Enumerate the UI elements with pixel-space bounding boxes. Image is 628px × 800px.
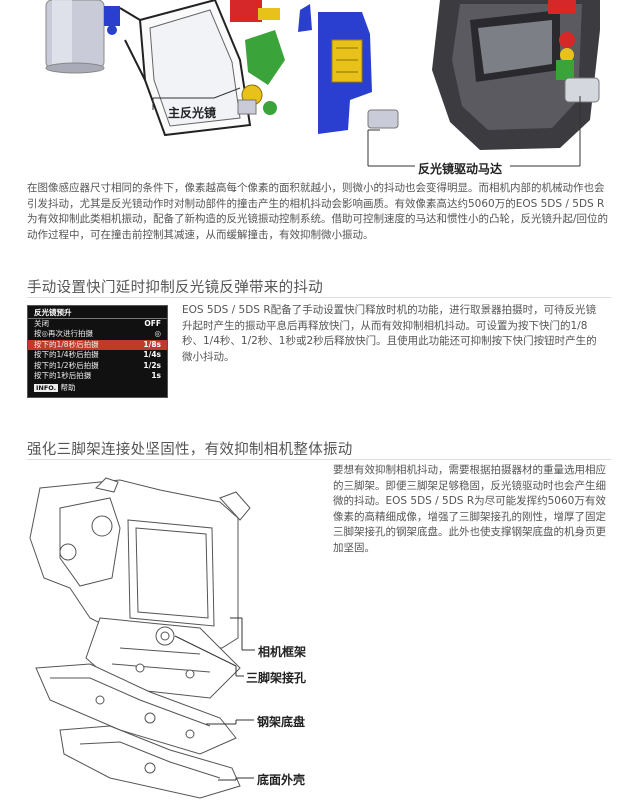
menu-title: 反光镜预升 bbox=[28, 306, 167, 319]
camera-chassis-exploded-drawing bbox=[29, 477, 255, 799]
menu-option[interactable]: 按下的1/4秒后拍摄 1/4s bbox=[28, 350, 167, 360]
menu-option-label: 按下的1/2秒后拍摄 bbox=[34, 360, 99, 370]
menu-rows: 关闭 OFF 按◎再次进行拍摄 ◎ 按下的1/8秒后拍摄 1/8s 按下的1/4秒后拍摄 1/… bbox=[28, 319, 167, 381]
section2-heading: 强化三脚架连接处坚固性，有效抑制相机整体振动 bbox=[27, 442, 353, 458]
menu-option-label: 按下的1/4秒后拍摄 bbox=[34, 350, 99, 360]
callout-bottom-cover: 底面外壳 bbox=[257, 773, 306, 787]
callout-steel-chassis: 钢架底盘 bbox=[257, 715, 306, 729]
menu-option-label: 按◎再次进行拍摄 bbox=[34, 329, 94, 339]
menu-option[interactable]: 按下的1秒后拍摄 1s bbox=[28, 371, 167, 381]
menu-option-value: 1/2s bbox=[143, 360, 161, 370]
section1-paragraph: EOS 5DS / 5DS R配备了手动设置快门释放时机的功能，进行取景器拍摄时… bbox=[182, 304, 597, 363]
section2-divider bbox=[27, 459, 611, 460]
mirror-mechanism-illustration bbox=[45, 0, 600, 167]
section1-heading: 手动设置快门延时抑制反光镜反弹带来的抖动 bbox=[27, 280, 323, 296]
info-key-badge: INFO. bbox=[34, 384, 59, 393]
callout-tripod-socket: 三脚架接孔 bbox=[246, 671, 307, 685]
callout-camera-frame: 相机框架 bbox=[258, 645, 307, 659]
menu-option-value: 1/4s bbox=[143, 350, 161, 360]
info-label: 帮助 bbox=[60, 383, 76, 393]
callout-main-mirror: 主反光镜 bbox=[168, 106, 217, 120]
section2-paragraph: 要想有效抑制相机抖动，需要根据拍摄器材的重量选用相应的三脚架。即便三脚架足够稳固… bbox=[333, 464, 606, 554]
menu-option-value: 1s bbox=[151, 370, 161, 380]
intro-paragraph: 在图像感应器尺寸相同的条件下，像素越高每个像素的面积就越小，则微小的抖动也会变得… bbox=[27, 182, 609, 241]
callout-mirror-motor: 反光镜驱动马达 bbox=[418, 162, 503, 176]
menu-option-label: 按下的1秒后拍摄 bbox=[34, 370, 92, 380]
menu-info-row: INFO. 帮助 bbox=[28, 383, 167, 393]
menu-option-value: ◎ bbox=[154, 329, 161, 339]
section1-divider bbox=[27, 297, 611, 298]
menu-option-value: 1/8s bbox=[143, 339, 161, 349]
menu-option-value: OFF bbox=[144, 319, 161, 328]
menu-option[interactable]: 按下的1/8秒后拍摄 1/8s bbox=[28, 339, 167, 351]
menu-option[interactable]: 按◎再次进行拍摄 ◎ bbox=[28, 329, 167, 339]
menu-option[interactable]: 关闭 OFF bbox=[28, 319, 167, 329]
menu-option[interactable]: 按下的1/2秒后拍摄 1/2s bbox=[28, 361, 167, 371]
menu-option-label: 按下的1/8秒后拍摄 bbox=[34, 339, 99, 349]
menu-option-label: 关闭 bbox=[34, 319, 49, 328]
